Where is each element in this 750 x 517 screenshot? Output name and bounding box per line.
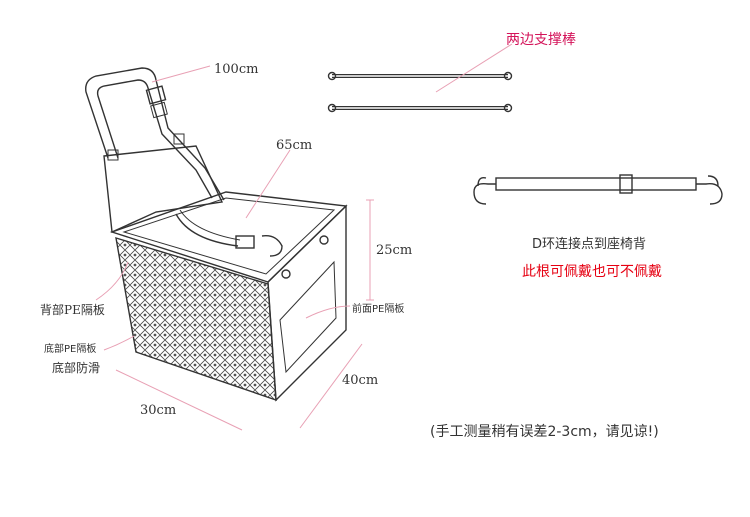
inner-leash: [175, 213, 239, 247]
front-panel: [267, 204, 347, 402]
height-label: 25cm: [376, 243, 412, 258]
support-rod-top: [327, 71, 513, 81]
measure-note: (手工测量稍有误差2-3cm，请见谅!): [430, 424, 659, 440]
back-panel: [103, 145, 224, 234]
d-ring-note: D环连接点到座椅背: [532, 236, 646, 252]
left-hook: [473, 176, 496, 205]
back-strap: [85, 67, 225, 201]
side-rods-label: 两边支撑棒: [506, 32, 576, 48]
tether-strap: [473, 174, 723, 205]
right-hook: [696, 175, 723, 205]
support-rod-bottom: [327, 103, 513, 113]
car-seat-carrier: [85, 67, 348, 402]
depth-label: 40cm: [342, 373, 378, 388]
front-board-label: 前面PE隔板: [352, 302, 404, 315]
bottom-board-label: 底部PE隔板: [44, 342, 96, 355]
strap-buckle: [145, 85, 168, 119]
top-width-label: 65cm: [276, 138, 312, 153]
optional-note: 此根可佩戴也可不佩戴: [522, 264, 662, 280]
anti-slip-label: 底部防滑: [52, 360, 100, 375]
back-board-label: 背部PE隔板: [40, 302, 105, 317]
strap-length-label: 100cm: [214, 62, 258, 77]
dimension-lines: [95, 65, 374, 431]
width-label: 30cm: [140, 403, 176, 418]
side-panel-patterned: [115, 237, 277, 402]
